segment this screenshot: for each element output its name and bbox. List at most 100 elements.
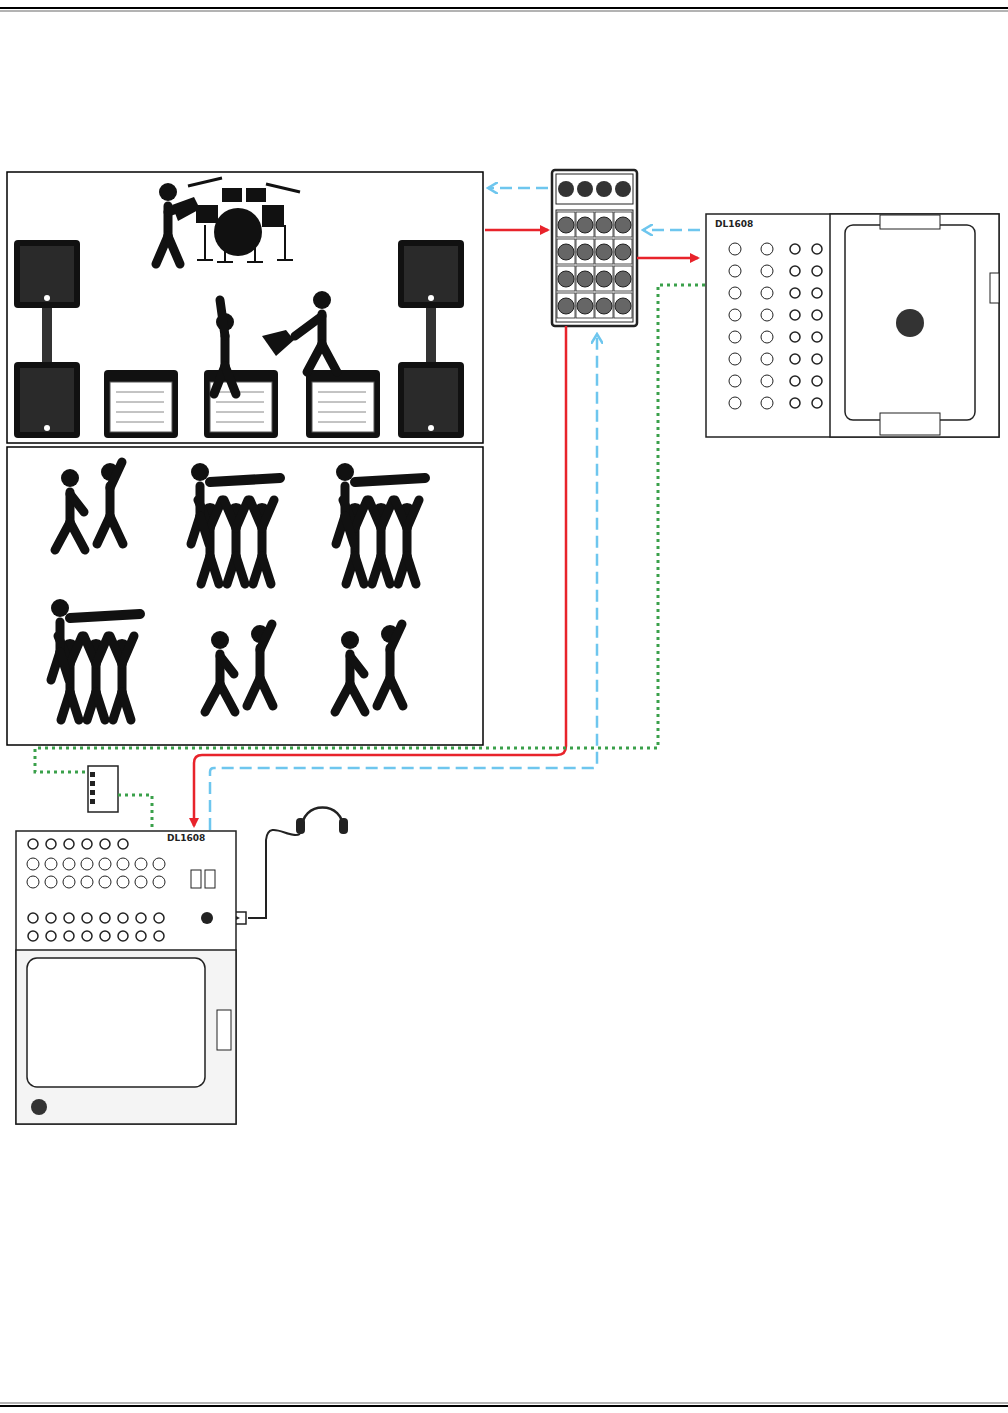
shape	[558, 181, 574, 197]
shape	[596, 217, 612, 233]
shape	[217, 261, 233, 263]
shape	[220, 300, 225, 336]
shape	[90, 799, 95, 804]
shape	[576, 266, 594, 291]
shape	[70, 522, 85, 550]
shape	[381, 556, 390, 584]
shape	[200, 516, 209, 544]
shape	[284, 225, 286, 260]
shape	[790, 354, 800, 364]
shape	[426, 308, 436, 362]
shape	[790, 288, 800, 298]
shape	[761, 375, 773, 387]
wifi-link	[35, 285, 705, 830]
shape	[20, 368, 74, 432]
shape	[27, 958, 205, 1087]
shape	[355, 556, 364, 584]
shape	[31, 1099, 47, 1115]
shape	[407, 500, 419, 528]
amplifier	[104, 370, 178, 438]
shape	[191, 870, 201, 888]
shape	[295, 316, 322, 336]
shape	[110, 516, 123, 544]
return-feed	[488, 187, 548, 190]
shape	[27, 858, 39, 870]
shape	[277, 259, 293, 261]
shape	[96, 692, 105, 720]
shape	[70, 614, 140, 618]
shape	[64, 931, 74, 941]
shape	[761, 243, 773, 255]
page-rule	[0, 11, 1008, 12]
person	[341, 631, 359, 649]
shape	[216, 412, 264, 413]
shape	[812, 332, 822, 342]
shape	[81, 858, 93, 870]
speaker	[398, 240, 464, 308]
shape	[595, 212, 613, 237]
shape	[153, 858, 165, 870]
shape	[28, 913, 38, 923]
shape	[16, 950, 236, 1124]
speaker	[398, 362, 464, 438]
shape	[812, 354, 822, 364]
shape	[225, 366, 236, 394]
shape	[596, 181, 612, 197]
return-feed	[643, 229, 700, 232]
shape	[44, 295, 50, 301]
shape	[729, 265, 741, 277]
shape	[404, 246, 458, 302]
shape	[557, 212, 575, 237]
shape	[428, 295, 434, 301]
shape	[135, 858, 147, 870]
shape	[168, 236, 180, 264]
shape	[222, 188, 242, 202]
shape	[118, 839, 128, 849]
shape	[318, 392, 366, 393]
shape	[595, 293, 613, 318]
shape	[729, 287, 741, 299]
input-feed	[637, 257, 698, 260]
shape	[355, 478, 425, 482]
person	[313, 291, 331, 309]
shape	[880, 215, 940, 229]
speaker	[14, 240, 80, 308]
shape	[118, 931, 128, 941]
shape	[790, 398, 800, 408]
crowd-figures	[51, 462, 425, 720]
shape	[116, 402, 164, 403]
mixer-drawing	[705, 213, 1000, 438]
shape	[70, 636, 82, 664]
shape	[761, 287, 773, 299]
shape	[136, 931, 146, 941]
shape	[830, 214, 999, 437]
shape	[46, 839, 56, 849]
shape	[205, 870, 215, 888]
audience-area	[7, 447, 483, 745]
shape	[217, 1010, 231, 1050]
shape	[558, 271, 574, 287]
shape	[790, 266, 800, 276]
shape	[117, 876, 129, 888]
shape	[63, 858, 75, 870]
shape	[122, 692, 131, 720]
shape	[196, 486, 205, 516]
shape	[56, 622, 65, 652]
shape	[614, 239, 632, 264]
shape	[262, 330, 294, 356]
page-rule	[0, 1405, 1008, 1407]
network-router	[88, 766, 118, 812]
shape	[761, 397, 773, 409]
shape	[558, 298, 574, 314]
shape	[45, 876, 57, 888]
shape	[90, 790, 95, 795]
shape	[210, 556, 219, 584]
shape	[812, 376, 822, 386]
shape	[262, 500, 274, 528]
shape	[90, 781, 95, 786]
shape	[322, 344, 337, 372]
shape	[729, 331, 741, 343]
shape	[761, 331, 773, 343]
shape	[117, 858, 129, 870]
